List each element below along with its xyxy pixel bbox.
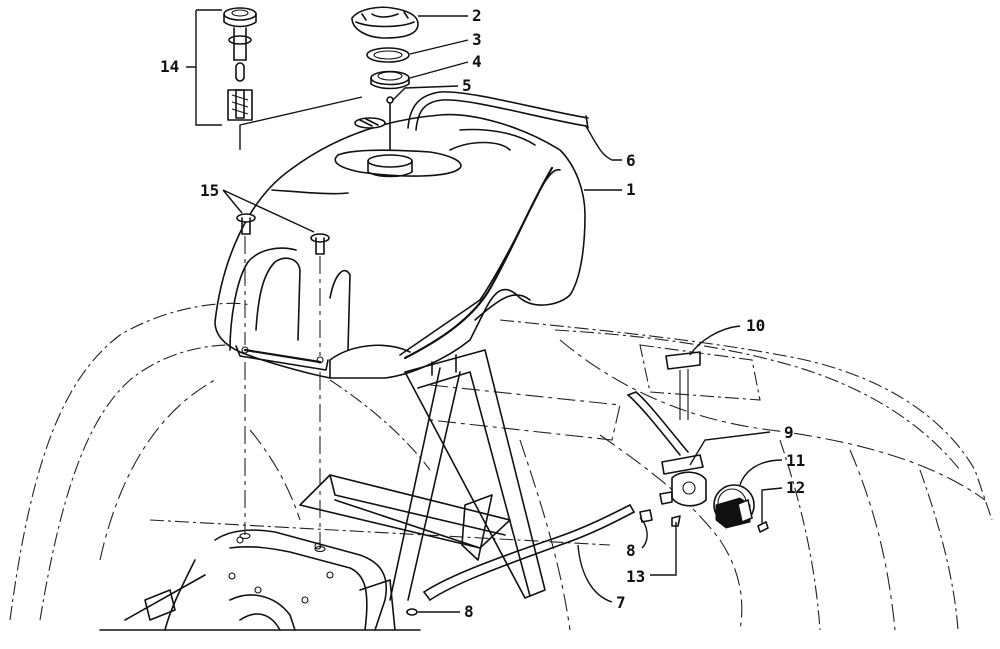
fuel-hose — [406, 504, 635, 616]
callout-6: 6 — [626, 151, 636, 170]
vehicle-frame — [99, 349, 546, 631]
callout-15: 15 — [200, 181, 219, 200]
callout-14: 14 — [160, 57, 179, 76]
vehicle-body-phantom — [9, 302, 993, 631]
callout-7: 7 — [616, 593, 626, 612]
tank-mount-hardware — [236, 213, 330, 553]
callout-10: 10 — [746, 316, 765, 335]
callout-1: 1 — [626, 180, 636, 199]
callout-9: 9 — [784, 423, 794, 442]
fuel-valve-assembly — [627, 351, 769, 533]
callout-2: 2 — [472, 6, 482, 25]
callout-4: 4 — [472, 52, 482, 71]
vent-hose — [407, 91, 589, 131]
callout-11: 11 — [786, 451, 805, 470]
callout-12: 12 — [786, 478, 805, 497]
callout-labels: 1 2 3 4 5 6 7 8 8 9 10 11 12 13 14 15 — [160, 6, 805, 621]
callout-5: 5 — [462, 76, 472, 95]
leader-lines — [186, 9, 783, 613]
callout-8-upper: 8 — [626, 541, 636, 560]
fuel-tank — [214, 113, 586, 379]
fuel-gauge-sender — [223, 7, 257, 121]
callout-8-lower: 8 — [464, 602, 474, 621]
callout-13: 13 — [626, 567, 645, 586]
fuel-cap-assembly — [351, 6, 419, 151]
callout-3: 3 — [472, 30, 482, 49]
